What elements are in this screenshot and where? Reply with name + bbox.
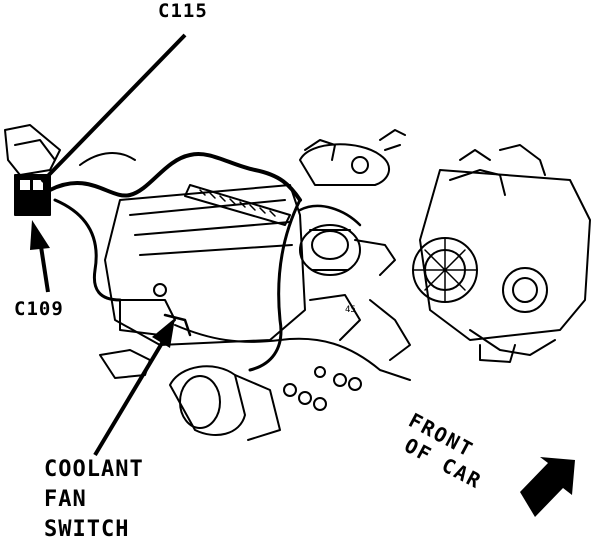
starter-motor [169,365,246,436]
small-mark-label: 45 [345,305,356,315]
c109-arrow [30,220,50,293]
label-c115: C115 [158,0,208,22]
air-cleaner [299,143,390,186]
label-coolant-line3: SWITCH [44,517,130,542]
label-c109: C109 [14,298,64,320]
c115-leader-line [40,33,187,184]
wiring-harness [48,152,302,202]
coolant-switch-arrow [93,318,175,457]
engine-block-outline [104,184,306,346]
direction-arrow-icon [520,457,575,517]
label-coolant-fan-switch: COOLANT FAN SWITCH [44,455,144,544]
valve-cover [184,184,291,226]
label-coolant-line1: COOLANT [44,457,144,482]
firewall-outline [4,124,61,176]
alternator [502,267,548,313]
distributor [299,224,361,276]
radiator [419,169,591,341]
label-coolant-line2: FAN [44,487,87,512]
